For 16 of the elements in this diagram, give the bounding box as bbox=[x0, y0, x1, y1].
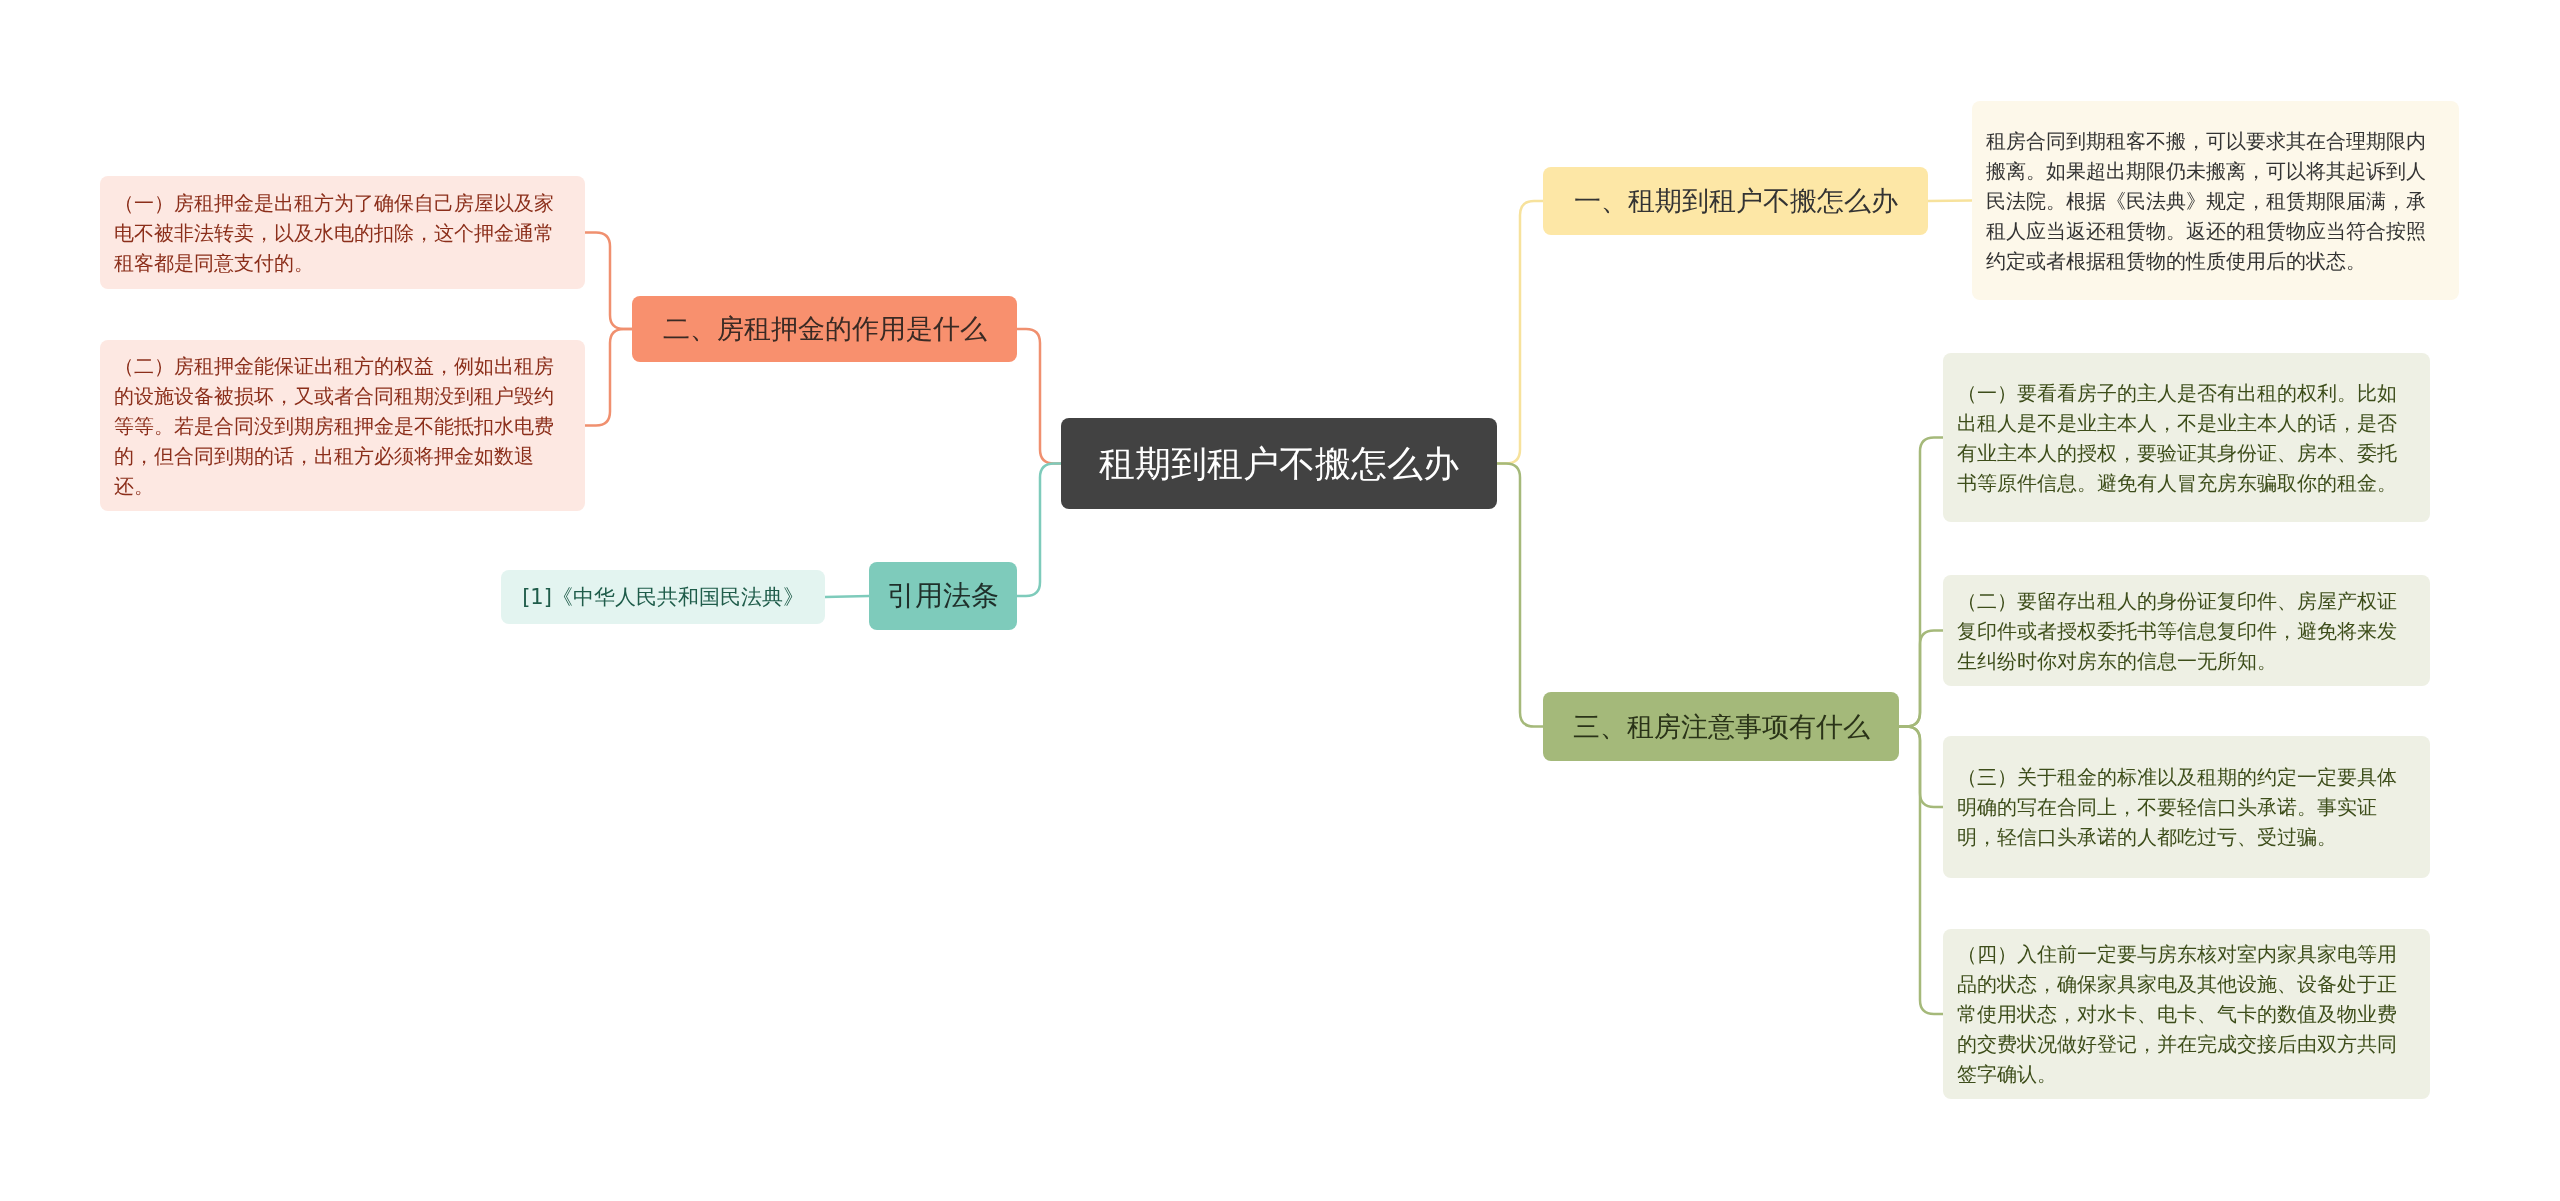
detail-note: （一）房租押金是出租方为了确保自己房屋以及家电不被非法转卖，以及水电的扣除，这个押金通常租客都是同意支付的。 bbox=[100, 176, 585, 289]
detail-note: （二）房租押金能保证出租方的权益，例如出租房的设施设备被损坏，又或者合同租期没到租户毁约等等。若是合同没到期房租押金是不能抵扣水电费的，但合同到期的话，出租方必须将押金如数退还。 bbox=[100, 340, 585, 511]
connector-line bbox=[824, 594, 870, 599]
branch-topic: 二、房租押金的作用是什么 bbox=[632, 296, 1017, 362]
detail-note: （三）关于租金的标准以及租期的约定一定要具体明确的写在合同上，不要轻信口头承诺。事实证明，轻信口头承诺的人都吃过亏、受过骗。 bbox=[1943, 736, 2430, 878]
detail-note: （二）要留存出租人的身份证复印件、房屋产权证复印件或者授权委托书等信息复印件，避免将来发生纠纷时你对房东的信息一无所知。 bbox=[1943, 575, 2430, 686]
branch-topic: 一、租期到租户不搬怎么办 bbox=[1543, 167, 1928, 235]
detail-note: （一）要看看房子的主人是否有出租的权利。比如出租人是不是业主本人，不是业主本人的话，是否有业主本人的授权，要验证其身份证、房本、委托书等原件信息。避免有人冒充房东骗取你的租金。 bbox=[1943, 353, 2430, 522]
central-topic: 租期到租户不搬怎么办 bbox=[1061, 418, 1497, 509]
connector-line bbox=[1928, 199, 1972, 203]
branch-topic: 引用法条 bbox=[869, 562, 1017, 630]
branch-topic: 三、租房注意事项有什么 bbox=[1543, 692, 1899, 761]
detail-note: （四）入住前一定要与房东核对室内家具家电等用品的状态，确保家具家电及其他设施、设备处于正常使用状态，对水卡、电卡、气卡的数值及物业费的交费状况做好登记，并在完成交接后由双方共同签字确认。 bbox=[1943, 929, 2430, 1099]
connector-line bbox=[1899, 725, 1943, 1016]
reference-note: [1]《中华人民共和国民法典》 bbox=[501, 570, 825, 624]
detail-note: 租房合同到期租客不搬，可以要求其在合理期限内搬离。如果超出期限仍未搬离，可以将其起诉到人民法院。根据《民法典》规定，租赁期限届满，承租人应当返还租赁物。返还的租赁物应当符合按照约定或者根据租赁物的性质使用后的状态。 bbox=[1972, 101, 2459, 300]
